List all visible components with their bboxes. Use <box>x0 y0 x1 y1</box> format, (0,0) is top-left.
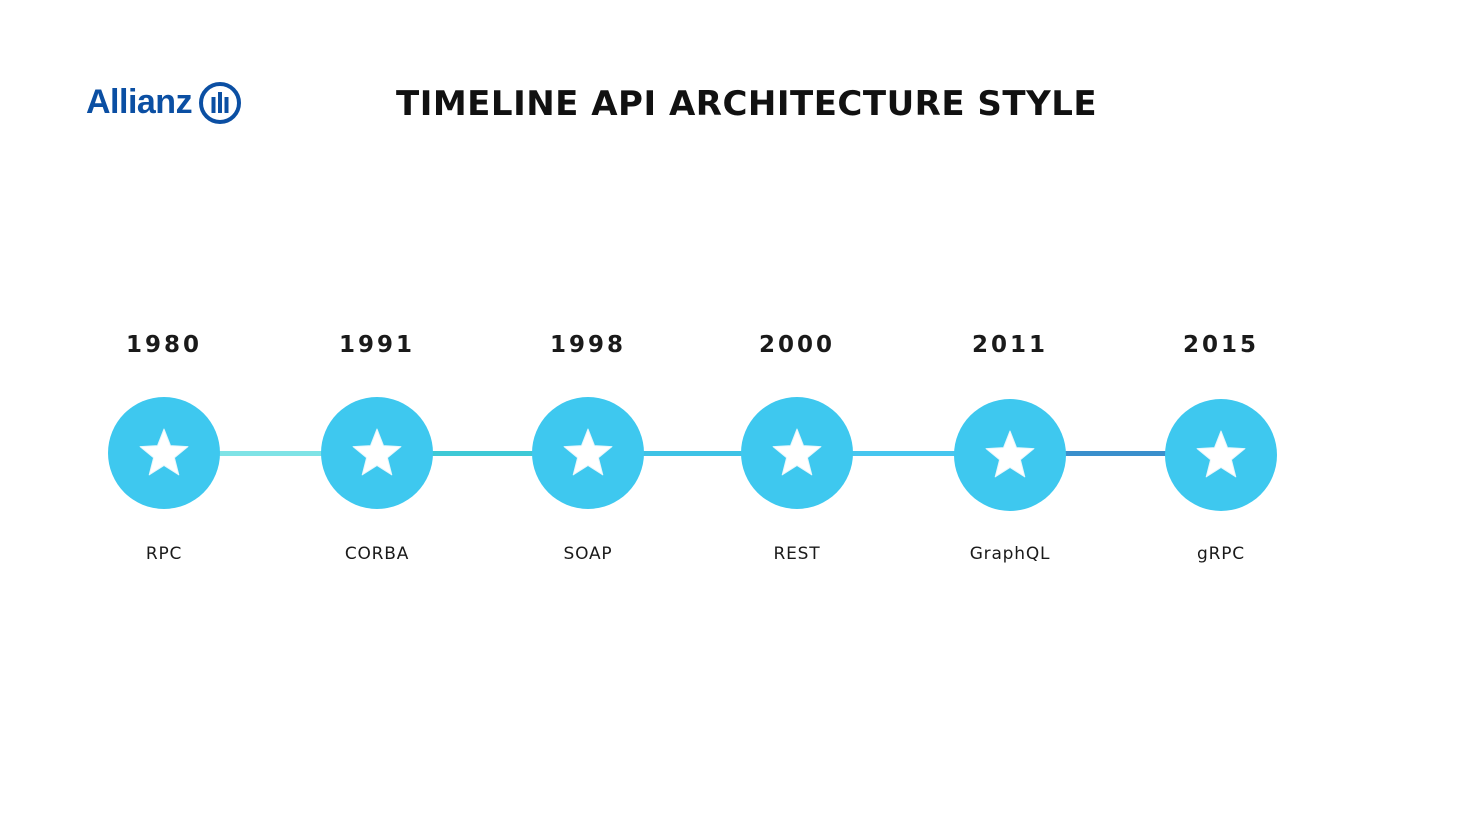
star-icon <box>352 428 402 476</box>
timeline-node <box>741 397 853 509</box>
timeline-label: GraphQL <box>969 544 1051 564</box>
timeline-year: 1980 <box>125 332 202 358</box>
timeline-node <box>108 397 220 509</box>
timeline-label: RPC <box>145 544 183 564</box>
star-icon <box>563 428 613 476</box>
timeline-label: SOAP <box>563 544 613 564</box>
allianz-eagle-icon <box>199 82 242 124</box>
timeline-year: 2015 <box>1182 332 1259 358</box>
timeline-connector <box>164 451 377 456</box>
timeline-node <box>954 399 1066 511</box>
logo-wordmark: Allianz <box>86 82 193 121</box>
timeline-connector <box>797 451 1010 456</box>
timeline-connector <box>377 451 588 456</box>
star-icon <box>139 428 189 476</box>
timeline-year: 2000 <box>758 332 835 358</box>
allianz-logo: Allianz <box>86 80 242 126</box>
timeline-node <box>1165 399 1277 511</box>
timeline-node <box>321 397 433 509</box>
timeline-label: gRPC <box>1197 544 1245 564</box>
star-icon <box>772 428 822 476</box>
timeline-connector <box>588 451 797 456</box>
timeline-label: REST <box>773 544 821 564</box>
timeline-year: 2011 <box>971 332 1048 358</box>
timeline-connector <box>1010 451 1221 456</box>
timeline-year: 1998 <box>549 332 626 358</box>
star-icon <box>1196 430 1246 478</box>
timeline-node <box>532 397 644 509</box>
star-icon <box>985 430 1035 478</box>
timeline-label: CORBA <box>344 544 410 564</box>
page-title: TIMELINE API ARCHITECTURE STYLE <box>396 84 1098 124</box>
timeline-year: 1991 <box>338 332 415 358</box>
